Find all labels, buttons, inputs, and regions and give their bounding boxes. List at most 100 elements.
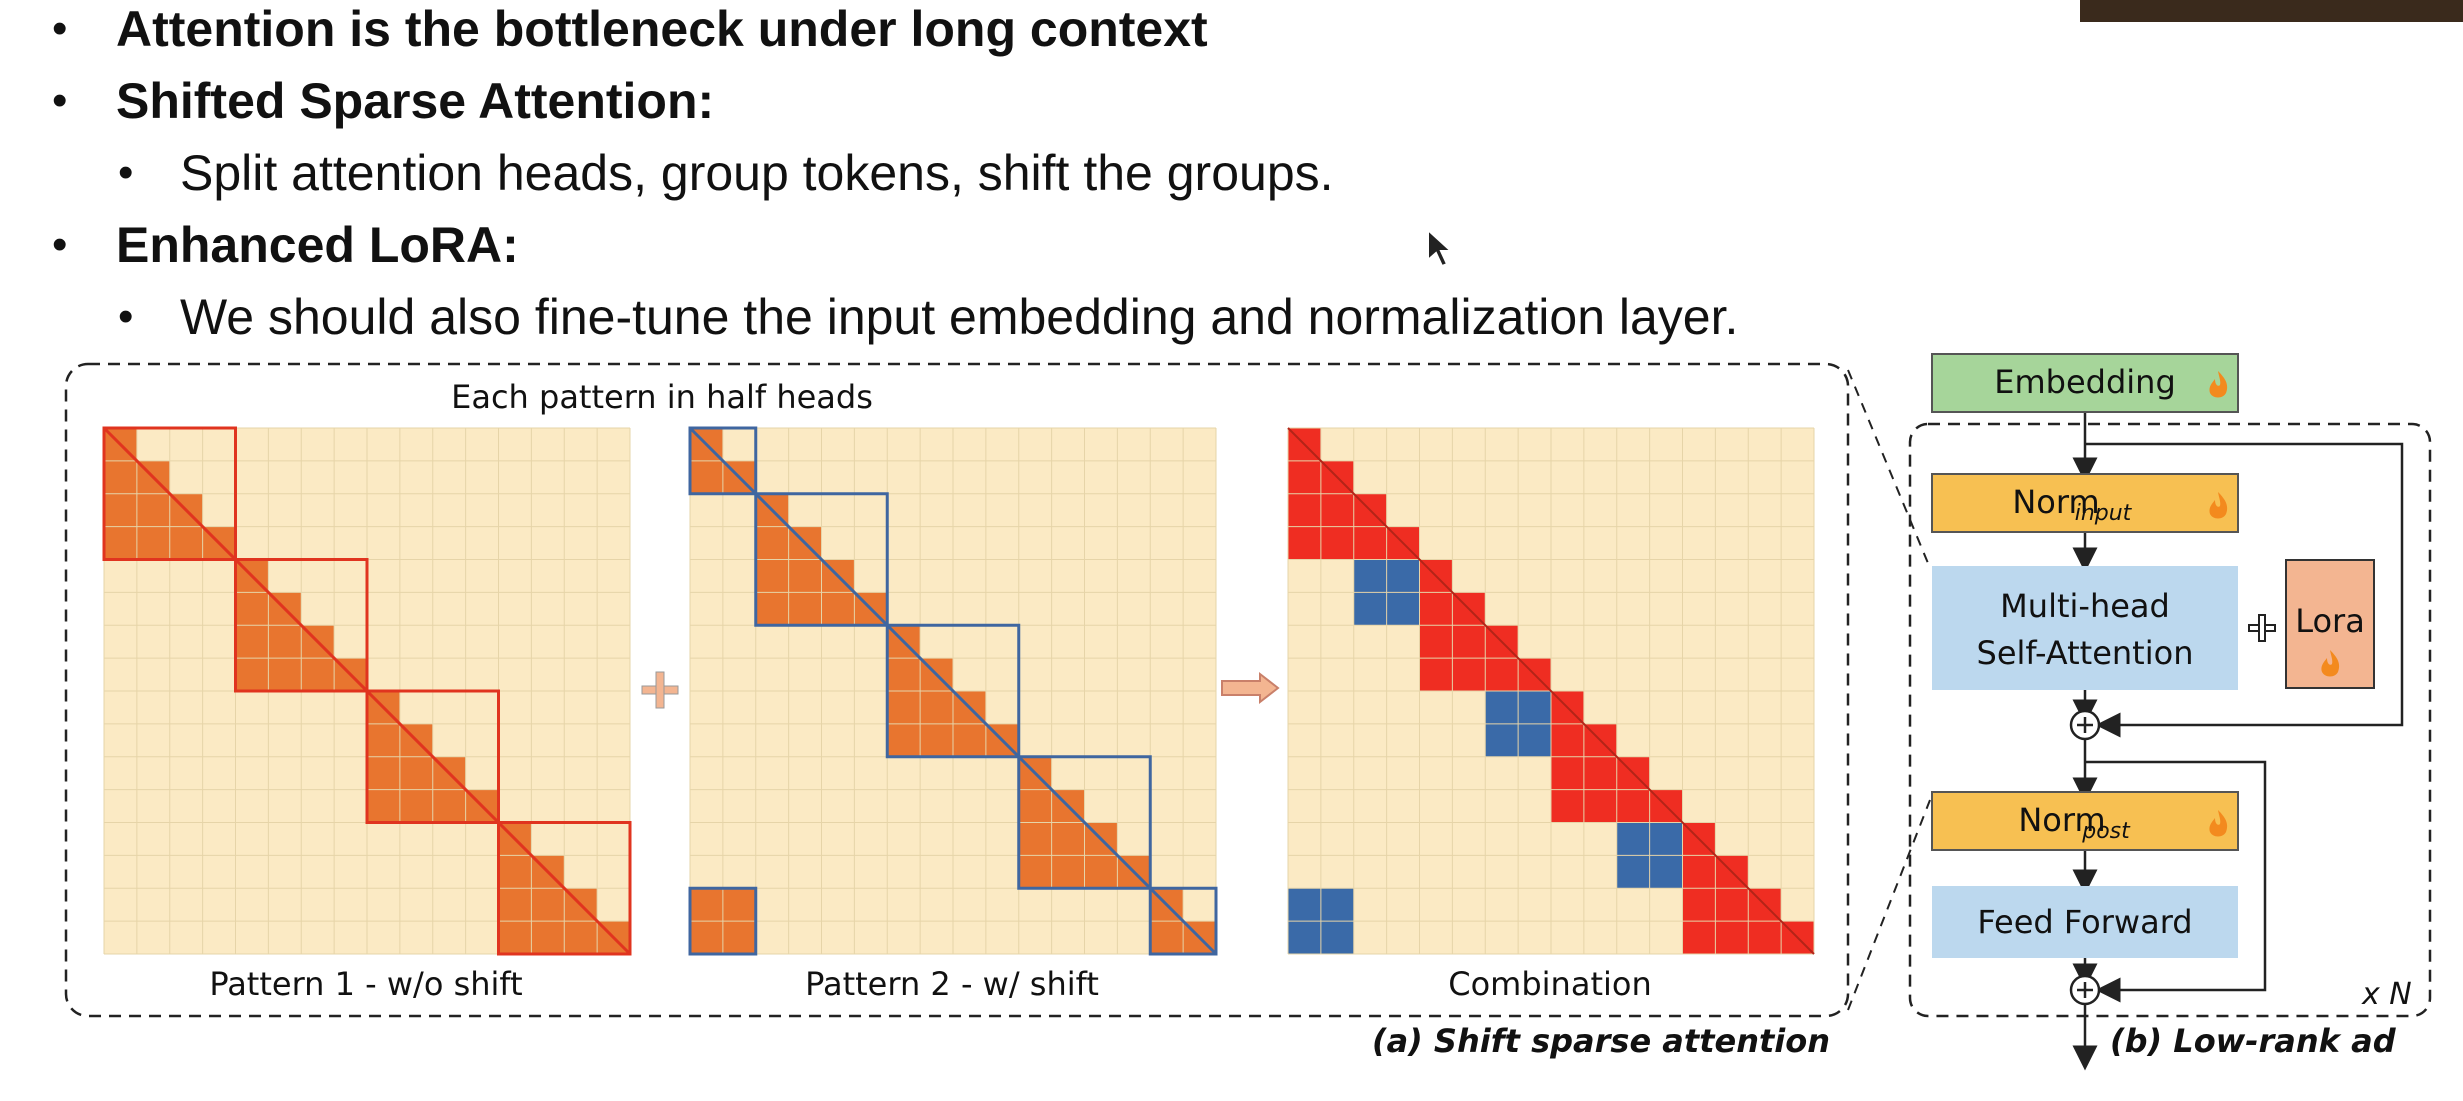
connector-top [1847, 369, 1931, 569]
attention-cell [1682, 855, 1716, 889]
attention-cell [136, 493, 170, 527]
attention-cell [235, 658, 269, 691]
bullet-shifted-sparse: Shifted Sparse Attention: [116, 73, 715, 129]
flame-icon [2209, 492, 2228, 519]
attention-cell [104, 460, 137, 494]
bullet-dot: • [52, 220, 68, 269]
attention-cell [1320, 526, 1354, 560]
attention-cell [432, 789, 466, 823]
flame-icon [2209, 810, 2228, 837]
attention-cell [1748, 921, 1782, 954]
attention-cell [531, 888, 565, 922]
attention-cell [887, 658, 921, 691]
embedding-label: Embedding [1994, 363, 2176, 401]
attention-cell [1485, 658, 1519, 691]
attention-cell [1682, 888, 1716, 922]
attention-cell [1051, 822, 1085, 856]
combination-grid [1287, 427, 1815, 955]
attention-cell [1649, 822, 1683, 856]
attention-cell [268, 625, 302, 659]
attention-cell [399, 756, 433, 790]
norm-post-label: Norm [2018, 801, 2105, 839]
attention-cell [1616, 789, 1650, 823]
attention-cell [367, 723, 400, 757]
attention-cell [498, 855, 532, 889]
attention-cell [564, 921, 598, 954]
attention-cell [1551, 789, 1584, 823]
attention-cell [1320, 493, 1354, 527]
attention-cell [755, 559, 789, 593]
attention-cell [367, 756, 400, 790]
bullet-dot: • [52, 76, 68, 125]
attention-cell [1583, 756, 1617, 790]
cursor-icon [1427, 228, 1454, 268]
attention-cell [1018, 855, 1052, 889]
attention-cell [1018, 822, 1052, 856]
bullet-enhanced-lora: Enhanced LoRA: [116, 217, 519, 273]
embedding-block [1931, 353, 2239, 413]
mhsa-block [1932, 566, 2238, 690]
attention-cell [1419, 625, 1453, 659]
attention-cell [301, 658, 335, 691]
bullet-finetune: We should also fine-tune the input embed… [180, 289, 1739, 345]
plus-icon [641, 671, 679, 709]
attention-cell [1616, 855, 1650, 889]
combination-label: Combination [1448, 965, 1651, 1003]
attention-cell [920, 723, 953, 757]
connector-bottom [1847, 799, 1931, 1011]
attention-cell [1518, 723, 1551, 757]
attention-cell [1288, 888, 1321, 922]
attention-cell [1018, 789, 1052, 823]
attention-cell [1288, 921, 1321, 954]
attention-cell [722, 888, 756, 922]
attention-cell [788, 592, 822, 626]
pattern2-grid [688, 426, 1218, 956]
attention-cell [1551, 756, 1584, 790]
attention-cell [755, 592, 789, 626]
webcam-strip [2080, 0, 2463, 22]
lora-label: Lora [2295, 602, 2365, 640]
feed-forward-label: Feed Forward [1977, 903, 2192, 941]
norm-post-subscript: post [2081, 819, 2131, 844]
attention-cell [953, 723, 986, 757]
mhsa-line1: Multi-head [2000, 587, 2170, 625]
attention-cell [235, 625, 269, 659]
norm-input-subscript: input [2075, 501, 2133, 526]
attention-cell [1051, 855, 1085, 889]
attention-cell [1583, 789, 1617, 823]
pattern1-label: Pattern 1 - w/o shift [209, 965, 522, 1003]
attention-cell [1386, 559, 1420, 593]
attention-cell [235, 592, 269, 626]
attention-cell [1518, 691, 1551, 724]
attention-cell [1288, 493, 1321, 527]
norm-input-block [1931, 473, 2239, 533]
attention-cell [268, 658, 302, 691]
attention-cell [755, 526, 789, 560]
attention-cell [1419, 592, 1453, 626]
attention-cell [531, 921, 565, 954]
attention-cell [1353, 526, 1387, 560]
attention-cell [1452, 625, 1486, 659]
pattern1-grid [102, 426, 632, 956]
attention-cell [498, 921, 532, 954]
attention-cell [104, 493, 137, 527]
flame-icon [2321, 650, 2340, 677]
bullet-dot: • [118, 292, 134, 341]
attention-cell [1288, 460, 1321, 494]
attention-cell [169, 526, 203, 560]
arrow-right-icon [1221, 671, 1280, 705]
left-panel-border [64, 362, 1850, 1018]
attention-cell [1320, 888, 1354, 922]
attention-cell [104, 526, 137, 560]
attention-cell [1150, 921, 1184, 954]
attention-cell [1288, 526, 1321, 560]
right-panel-border [1908, 422, 2432, 1018]
flame-icon [2209, 371, 2228, 398]
attention-cell [920, 691, 953, 724]
attention-cell [136, 526, 170, 560]
norm-post-block [1931, 791, 2239, 851]
attention-cell [1084, 855, 1118, 889]
attention-cell [1320, 921, 1354, 954]
attention-cell [690, 460, 723, 494]
attention-cell [1551, 723, 1584, 757]
